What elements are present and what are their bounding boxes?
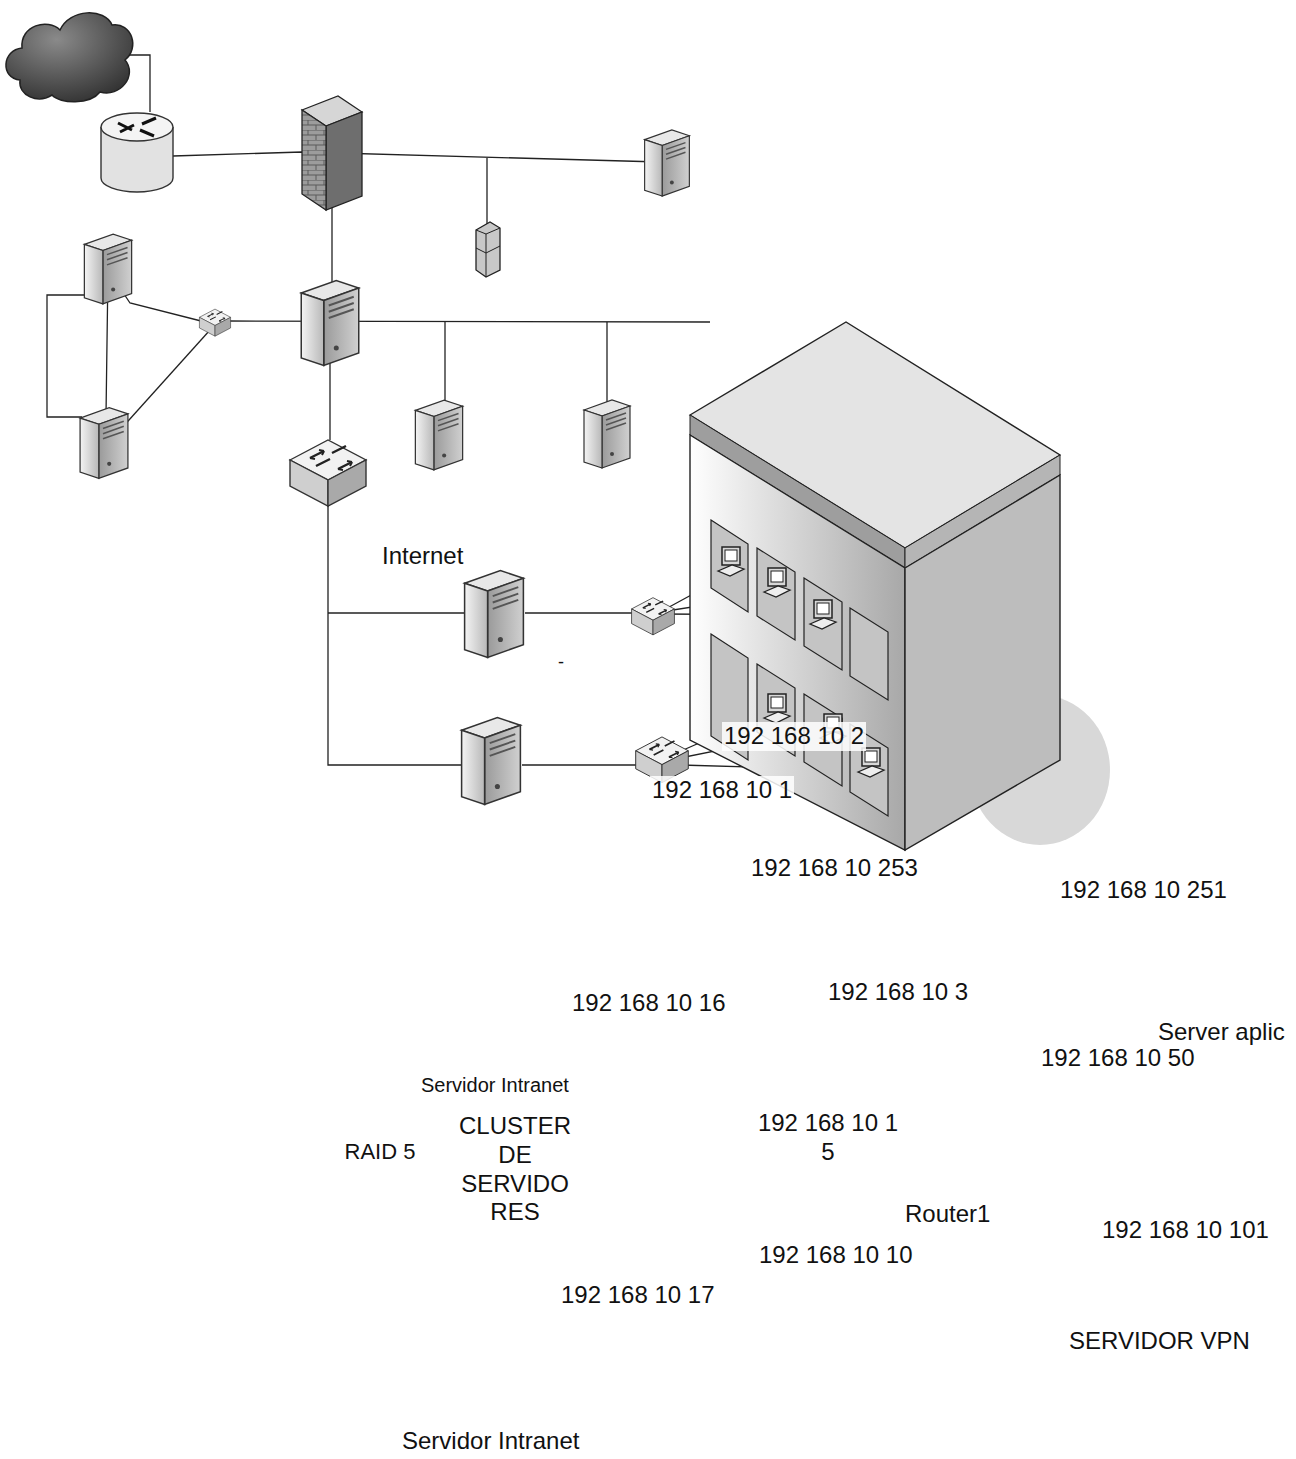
ip-address: 192 168 10 50	[1041, 1044, 1194, 1073]
server-name: Servidor Intranet	[402, 1427, 579, 1456]
raid-label: RAID 5	[340, 1139, 420, 1165]
ip-address: 192 168 10 1	[650, 776, 794, 805]
firewall-icon	[302, 96, 362, 210]
cloud-icon	[6, 13, 133, 102]
router-icon	[101, 113, 173, 192]
building-icon	[690, 322, 1110, 850]
ip-address: 192 168 10 3	[828, 978, 968, 1007]
server-name: SERVIDOR VPN	[1069, 1327, 1250, 1356]
ip-address: 192 168 10 10	[759, 1241, 912, 1270]
switch-icons	[199, 309, 688, 783]
ip-address: 192 168 10 2	[722, 722, 866, 751]
ip-address: 192 168 10 251	[1060, 876, 1227, 905]
network-label: Internet	[382, 542, 463, 571]
ip-address: 192 168 10 101	[1102, 1216, 1269, 1245]
small-rack-icon	[476, 222, 500, 277]
ip-address: 192 168 10 253	[751, 854, 918, 883]
cluster-name: CLUSTER DE SERVIDO RES	[450, 1112, 580, 1227]
server-name: Servidor Intranet	[421, 1073, 569, 1097]
server-icons	[80, 130, 689, 805]
router-name: Router1	[905, 1200, 990, 1229]
ip-address: 192 168 10 1 5	[752, 1109, 904, 1167]
dash-mark: -	[558, 652, 564, 674]
server-name: Server aplic	[1158, 1018, 1285, 1047]
ip-address: 192 168 10 17	[561, 1281, 714, 1310]
ip-address: 192 168 10 16	[572, 989, 725, 1018]
